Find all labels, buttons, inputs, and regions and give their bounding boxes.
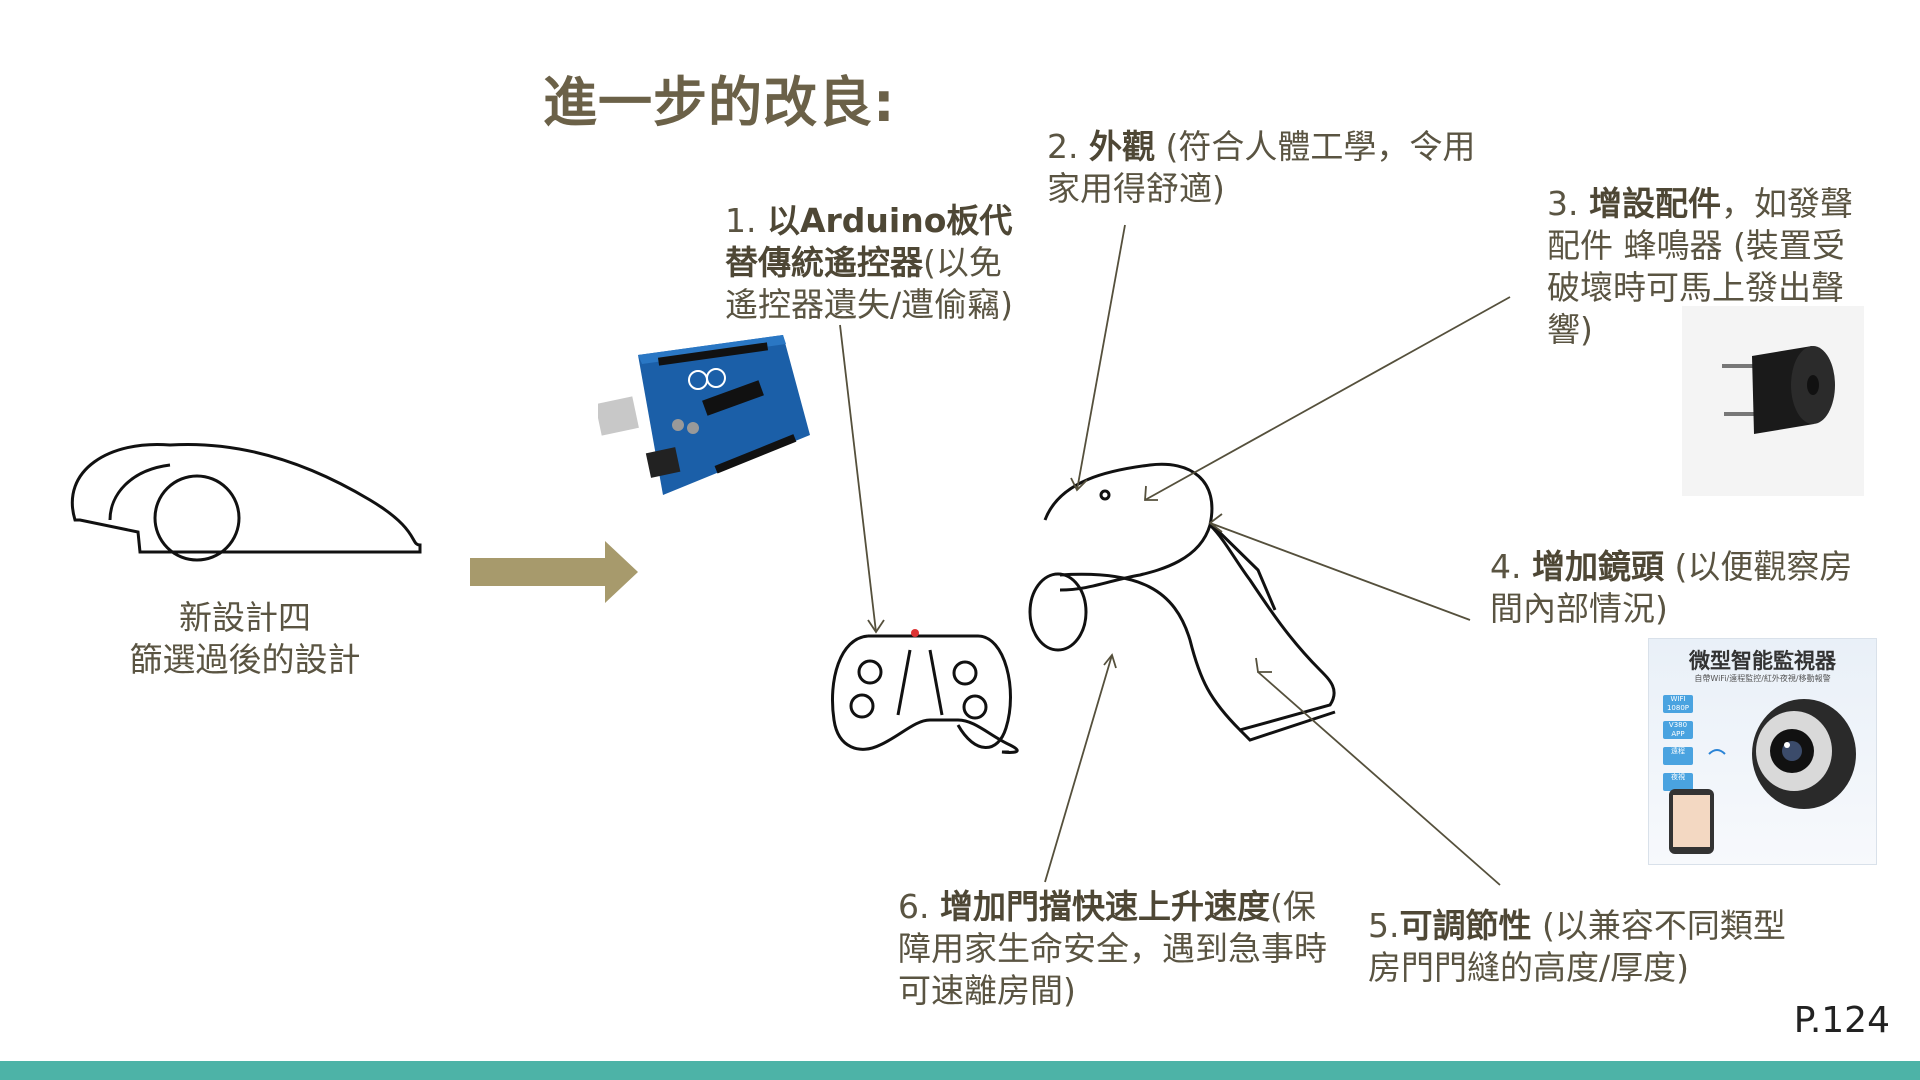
camera-ad-image: 微型智能監視器 自帶WiFi/遠程監控/紅外夜視/移動報警 WIFI 1080P… [1648,638,1877,865]
camera-ad-subtitle: 自帶WiFi/遠程監控/紅外夜視/移動報警 [1694,674,1831,683]
camera-badge: WIFI 1080P [1663,695,1693,713]
annotation-2: 2. 外觀 (符合人體工學，令用家用得舒適) [1047,127,1476,208]
annotation-1: 1. 以Arduino板代替傳統遙控器(以免遙控器遺失/遭偷竊) [725,201,1013,324]
page-number: P.124 [1793,1000,1890,1041]
camera-icon [1669,699,1856,854]
camera-badge: 夜視 [1663,773,1693,791]
buzzer-icon [1722,346,1835,434]
annotation-6: 6. 增加門擋快速上升速度(保障用家生命安全，遇到急事時可速離房間) [898,887,1327,1010]
camera-badge: V380 APP [1663,721,1693,739]
annotation-5: 5.可調節性 (以兼容不同類型房門門縫的高度/厚度) [1368,906,1786,987]
buzzer-image [1682,306,1864,496]
remote-controller-sketch [831,634,1019,754]
leader-lines [839,224,1511,886]
old-design-sketch [70,442,422,562]
left-caption-line1: 新設計四 [179,598,311,637]
left-caption-line2: 篩選過後的設計 [129,640,361,679]
transition-arrow [470,541,638,603]
new-device-sketch [1028,462,1336,742]
arduino-board-image [598,335,810,495]
annotation-3: 3. 增設配件，如發聲配件 蜂鳴器 (裝置受破壞時可馬上發出聲響) [1547,184,1853,349]
camera-ad-title: 微型智能監視器 [1689,649,1836,673]
annotation-4: 4. 增加鏡頭 (以便觀察房間內部情況) [1490,547,1853,628]
left-caption: 新設計四 篩選過後的設計 [120,597,370,681]
bottom-accent-bar [0,1061,1920,1080]
page-title: 進一步的改良: [543,71,896,134]
camera-badge: 遠程 [1663,747,1693,765]
